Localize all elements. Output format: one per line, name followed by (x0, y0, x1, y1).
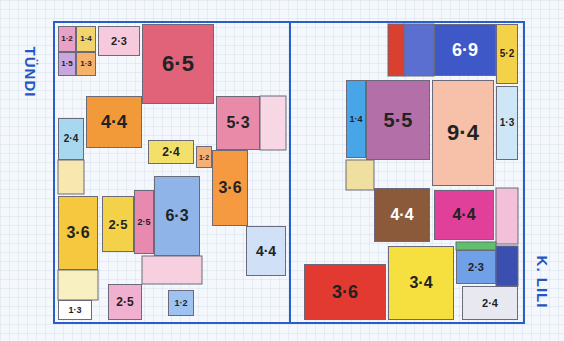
product-text: 4·4 (101, 113, 127, 131)
center-line (289, 22, 291, 323)
number-rectangle: 4·4 (374, 188, 430, 242)
number-rectangle: 3·6 (58, 196, 98, 270)
product-text: 3·6 (218, 180, 241, 196)
plain-rect (388, 24, 404, 76)
product-text: 3·6 (66, 225, 89, 241)
number-rectangle: 6·9 (434, 24, 496, 76)
product-text: 4·4 (390, 207, 413, 223)
product-text: 5·2 (500, 49, 514, 59)
product-text: 2·4 (64, 134, 78, 144)
number-rectangle: 2·5 (134, 190, 154, 254)
number-rectangle: 6·5 (142, 24, 214, 104)
product-text: 2·4 (162, 146, 179, 158)
plain-rect (404, 24, 434, 76)
plain-rect (496, 246, 518, 286)
number-rectangle: 1·3 (496, 86, 518, 160)
number-rectangle: 2·4 (58, 118, 84, 160)
number-rectangle: 4·4 (246, 226, 286, 276)
product-text: 1·5 (61, 60, 73, 68)
product-text: 1·3 (68, 306, 81, 315)
product-text: 2·4 (482, 298, 498, 309)
number-rectangle: 5·2 (496, 24, 518, 84)
number-rectangle: 5·3 (216, 96, 260, 150)
product-text: 3·6 (332, 283, 358, 301)
product-text: 6·5 (162, 53, 194, 75)
plain-rect (58, 270, 98, 300)
product-text: 1·4 (80, 35, 92, 43)
number-rectangle: 3·4 (388, 246, 454, 320)
product-text: 6·3 (165, 208, 188, 224)
number-rectangle: 2·5 (102, 196, 134, 252)
product-text: 2·5 (109, 218, 128, 231)
number-rectangle: 4·4 (434, 190, 494, 240)
product-text: 3·4 (409, 275, 432, 291)
product-text: 4·4 (256, 244, 276, 258)
product-text: 2·5 (137, 218, 150, 227)
board-frame (54, 22, 524, 323)
product-text: 4·4 (452, 207, 475, 223)
plain-rect (142, 256, 202, 284)
number-rectangle: 1·2 (168, 290, 194, 316)
plain-rect (456, 242, 496, 250)
product-text: 1·3 (80, 60, 92, 68)
product-text: 1·2 (199, 154, 209, 161)
product-text: 2·3 (111, 36, 127, 47)
number-rectangle: 1·3 (76, 52, 96, 76)
plain-rect (58, 160, 84, 194)
number-rectangle: 5·5 (366, 80, 430, 160)
number-rectangle: 1·4 (346, 80, 366, 158)
number-rectangle: 1·2 (196, 146, 212, 168)
number-rectangle: 2·4 (148, 140, 194, 164)
number-rectangle: 1·5 (58, 52, 76, 76)
number-rectangle: 9·4 (432, 80, 494, 186)
number-rectangle: 1·3 (58, 300, 92, 320)
plain-rect (260, 96, 286, 150)
player-name: K. LILI (534, 256, 551, 309)
product-text: 1·4 (349, 115, 362, 124)
number-rectangle: 6·3 (154, 176, 200, 256)
product-text: 1·3 (500, 118, 514, 128)
product-text: 2·5 (116, 296, 133, 308)
number-rectangle: 1·4 (76, 26, 96, 52)
number-rectangle: 3·6 (304, 264, 386, 320)
number-rectangle: 2·3 (98, 26, 140, 56)
product-text: 6·9 (452, 41, 478, 59)
product-text: 9·4 (447, 122, 479, 144)
number-rectangle: 2·4 (462, 286, 518, 320)
product-text: 5·5 (384, 110, 413, 130)
number-rectangle: 1·2 (58, 26, 76, 52)
product-text: 1·2 (61, 35, 73, 43)
number-rectangle: 2·3 (456, 250, 496, 284)
player-name: TÜNDI (22, 47, 39, 98)
plain-rect (496, 188, 518, 244)
number-rectangle: 3·6 (212, 150, 248, 226)
product-text: 1·2 (174, 299, 187, 308)
number-rectangle: 2·5 (108, 284, 142, 320)
product-text: 5·3 (226, 115, 249, 131)
product-text: 2·3 (468, 262, 484, 273)
plain-rect (346, 160, 374, 190)
number-rectangle: 4·4 (86, 96, 142, 148)
